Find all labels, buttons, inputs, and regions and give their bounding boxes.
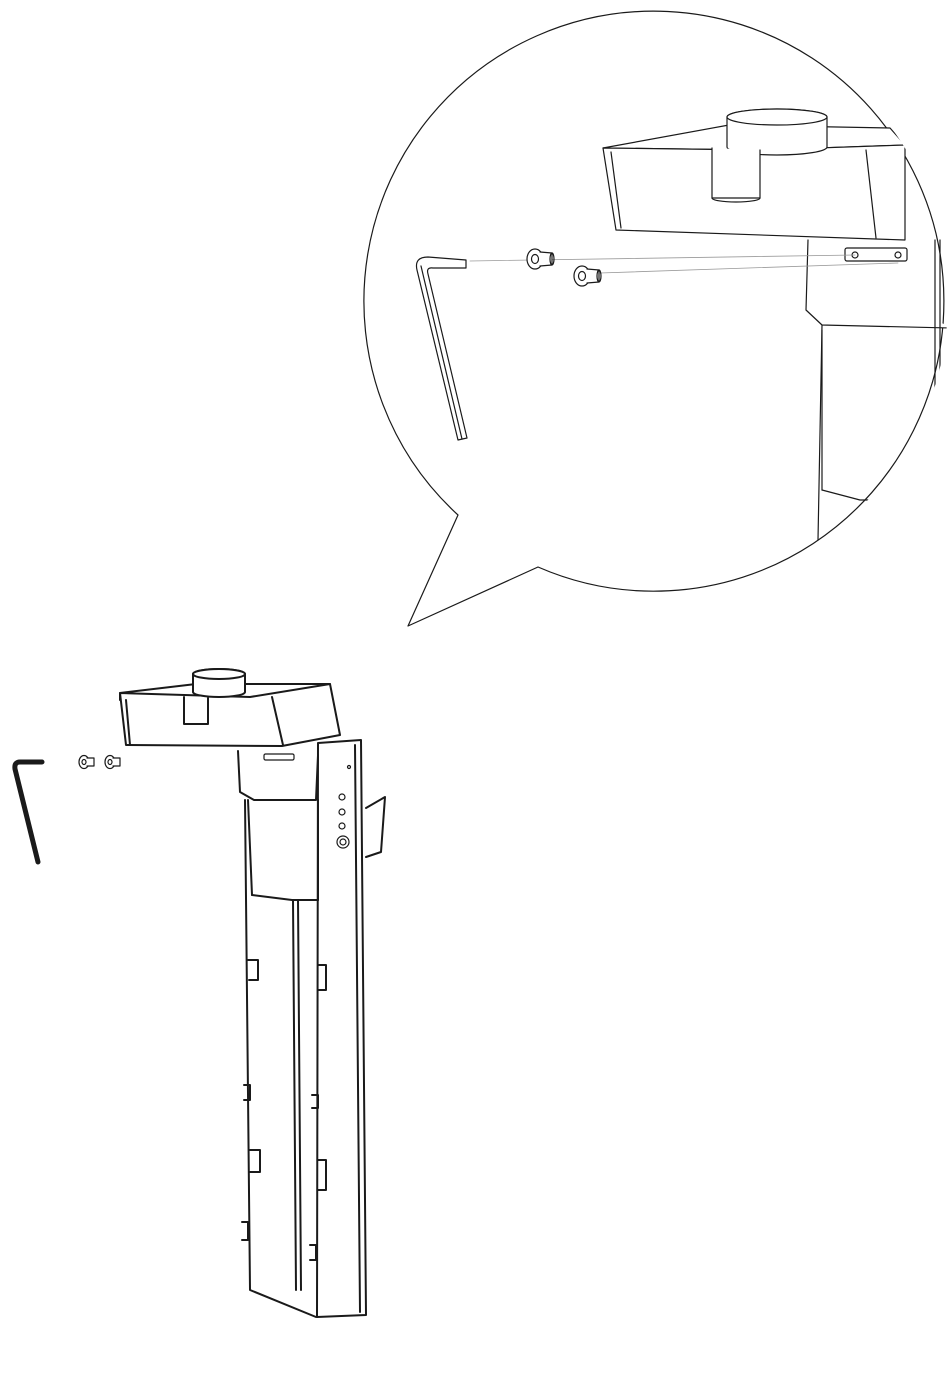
- detail-callout: [364, 11, 950, 626]
- top-bracket: [120, 669, 340, 760]
- main-assembly: [15, 669, 385, 1317]
- bolt-icon: [79, 756, 94, 769]
- bolt-icon: [105, 756, 120, 769]
- hex-key-icon: [15, 762, 42, 862]
- leg-column: [238, 740, 385, 1317]
